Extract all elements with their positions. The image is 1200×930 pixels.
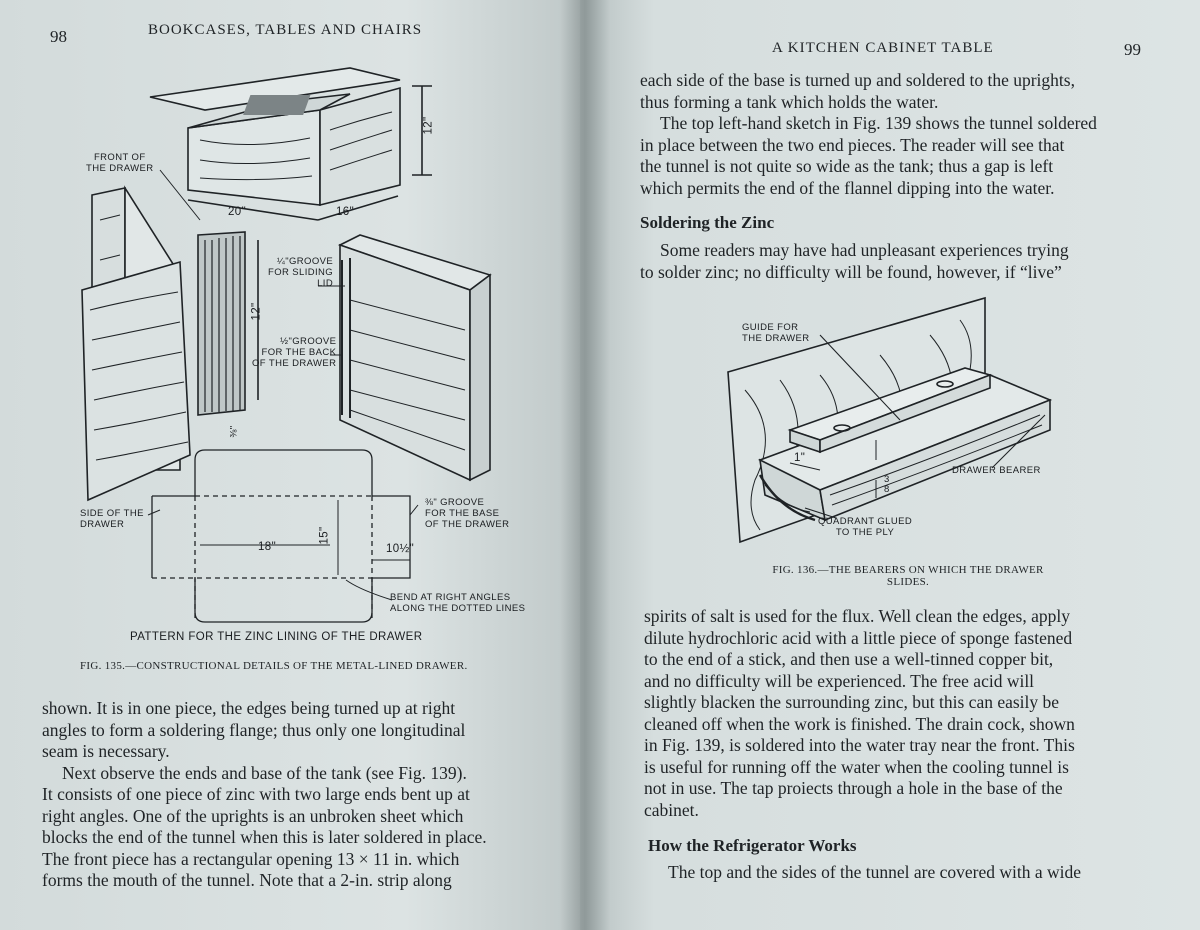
text-line: cabinet. [644,799,699,820]
label-dim-12-top: 12" [422,116,435,135]
text-line: thus forming a tank which holds the wate… [640,91,939,112]
drawer-bearer-illustration [727,296,1053,544]
figure-136-line1: —THE BEARERS ON WHICH THE DRAWER [817,564,1044,576]
figure-135-number: FIG. 135. [80,660,126,672]
label-bend-note: BEND AT RIGHT ANGLES ALONG THE DOTTED LI… [390,592,526,614]
text-line: forms the mouth of the tunnel. Note that… [42,870,452,890]
figure-136-caption: FIG. 136.—THE BEARERS ON WHICH THE DRAWE… [758,564,1058,588]
right-body-end: The top and the sides of the tunnel are … [648,862,1153,884]
right-paragraph-5: The top and the sides of the tunnel are … [648,862,1153,884]
text-line: shown. It is in one piece, the edges bei… [42,698,456,718]
running-head-right: A KITCHEN CABINET TABLE [772,40,994,56]
text-line: cleaned off when the work is finished. T… [644,713,1075,734]
text-line: The top left-hand sketch in Fig. 139 sho… [660,113,1097,133]
label-groove-back: ½"GROOVE FOR THE BACK OF THE DRAWER [252,336,337,369]
left-page: 98 BOOKCASES, TABLES AND CHAIRS [0,0,580,930]
running-head-left: BOOKCASES, TABLES AND CHAIRS [148,22,423,38]
label-guide-for-drawer: GUIDE FOR THE DRAWER [742,322,810,344]
text-line: in place between the two end pieces. The… [640,134,1065,155]
text-line: Next observe the ends and base of the ta… [62,762,467,783]
text-line: seam is necessary. [42,741,170,761]
text-line: blocks the end of the tunnel when this i… [42,827,487,847]
label-front-of-drawer: FRONT OF THE DRAWER [86,152,154,174]
text-line: Some readers may have had unpleasant exp… [660,240,1069,260]
right-page: A KITCHEN CABINET TABLE 99 each side of … [580,0,1200,930]
label-dim-3-8: ⅜" [228,425,240,438]
figure-135-text: —CONSTRUCTIONAL DETAILS OF THE METAL-LIN… [125,660,468,672]
left-body-text: shown. It is in one piece, the edges bei… [42,698,557,892]
label-quadrant: QUADRANT GLUED TO THE PLY [818,516,913,538]
left-paragraph-1: shown. It is in one piece, the edges bei… [42,698,557,763]
figure-136-number: FIG. 136. [772,564,818,576]
label-drawer-bearer: DRAWER BEARER [952,465,1041,476]
label-pattern-title: PATTERN FOR THE ZINC LINING OF THE DRAWE… [130,631,423,643]
text-line: not in use. The tap proiects through a h… [644,778,1063,798]
label-dim-12-side: 12" [250,302,263,321]
label-dim-1: 1" [794,452,806,464]
label-dim-16: 16" [336,206,355,218]
text-line: to solder zinc; no difficulty will be fo… [640,261,1062,282]
text-line: angles to form a soldering flange; thus … [42,719,466,740]
page-number-right: 99 [1124,40,1141,59]
label-front-of-drawer-text: FRONT OF THE DRAWER [86,152,154,174]
left-paragraph-2: Next observe the ends and base of the ta… [42,763,557,892]
right-body-bottom: spirits of salt is used for the flux. We… [644,606,1154,821]
label-dim-20: 20" [228,206,247,218]
text-line: is useful for running off the water when… [644,756,1069,777]
text-line: It consists of one piece of zinc with tw… [42,784,470,804]
drawer-construction-illustration [81,67,492,623]
right-body-mid: Some readers may have had unpleasant exp… [640,240,1152,283]
figure-135-caption: FIG. 135.—CONSTRUCTIONAL DETAILS OF THE … [80,660,468,672]
label-dim-18: 18" [258,541,277,553]
text-line: spirits of salt is used for the flux. We… [644,606,1070,626]
label-side-of-drawer: SIDE OF THE DRAWER [80,508,144,530]
text-line: right angles. One of the uprights is an … [42,805,464,826]
text-line: dilute hydrochloric acid with a little p… [644,627,1073,648]
heading-refrigerator-works: How the Refrigerator Works [648,836,857,855]
text-line: each side of the base is turned up and s… [640,70,1075,90]
text-line: to the end of a stick, and then use a we… [644,649,1054,669]
label-groove-lid: ¼"GROOVE FOR SLIDING LID [268,256,334,289]
text-line: the tunnel is not quite so wide as the t… [640,156,1054,176]
right-paragraph-1: each side of the base is turned up and s… [640,70,1152,113]
label-dim-10-half: 10½" [386,543,415,555]
text-line: slightly blacken the surrounding zinc, b… [644,692,1060,712]
heading-soldering-zinc: Soldering the Zinc [640,213,775,232]
figure-136-line2: SLIDES. [886,576,930,588]
label-dim-3-8-right: 3 8 [884,474,890,495]
page-number-left: 98 [50,27,67,46]
label-groove-base: ⅜" GROOVE FOR THE BASE OF THE DRAWER [425,497,510,530]
right-body-top: each side of the base is turned up and s… [640,70,1152,199]
label-dim-15: 15" [318,526,331,545]
right-paragraph-2: The top left-hand sketch in Fig. 139 sho… [640,113,1152,199]
text-line: and no difficulty will be experienced. T… [644,670,1035,691]
text-line: which permits the end of the flannel dip… [640,177,1055,198]
text-line: The front piece has a rectangular openin… [42,848,460,869]
right-paragraph-3: Some readers may have had unpleasant exp… [640,240,1152,283]
right-paragraph-4: spirits of salt is used for the flux. We… [644,606,1154,821]
text-line: in Fig. 139, is soldered into the water … [644,735,1075,755]
text-line: The top and the sides of the tunnel are … [668,862,1082,882]
